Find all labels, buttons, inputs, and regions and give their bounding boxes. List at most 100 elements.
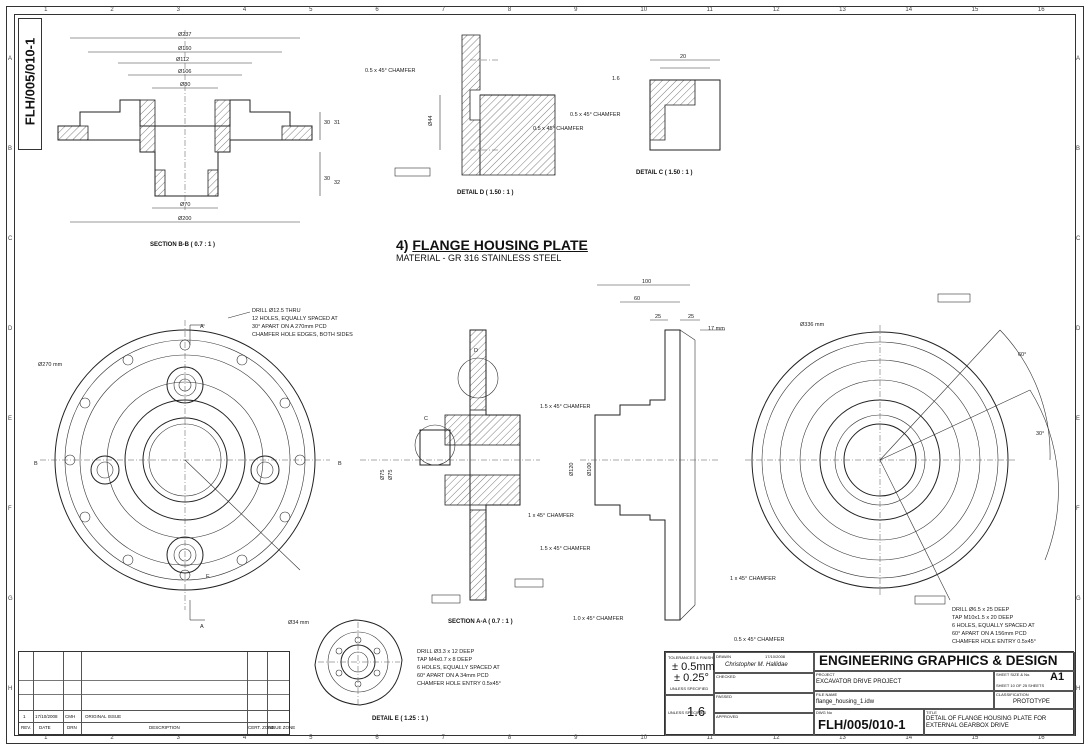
zone-number-10-top: 10 <box>640 7 648 13</box>
label-detail-c-marker: C <box>424 416 428 422</box>
zone-number-14-top: 14 <box>905 7 913 13</box>
side-note-0: 1.5 x 45° CHAMFER <box>540 404 591 410</box>
rev-header-drn: DRN <box>67 725 77 730</box>
label-front-b-left: B <box>34 461 38 467</box>
side-dim-2: 25 <box>655 314 661 320</box>
zone-number-9-top: 9 <box>574 7 578 13</box>
label-front-a-top: A <box>200 324 204 330</box>
zone-number-1-top: 1 <box>44 7 48 13</box>
zone-number-11-bottom: 11 <box>706 735 713 741</box>
dim-bb-4: Ø80 <box>180 82 190 88</box>
drawn-by: Christopher M. Hallidae <box>725 662 788 668</box>
unless-specified-2: UNLESS SPECIFIED <box>668 710 707 715</box>
side-note-4: 0.5 x 45° CHAMFER <box>734 637 785 643</box>
detail-c-view <box>649 59 721 151</box>
zone-number-4-top: 4 <box>242 7 247 13</box>
side-view <box>580 284 725 621</box>
sheet-size-label: SHEET SIZE & No. <box>996 672 1031 677</box>
right-note-0: DRILL Ø6.5 x 25 DEEP <box>952 607 1010 613</box>
section-aa-dim-0: Ø75 <box>380 470 386 480</box>
file-name-label: FILE NAME <box>816 692 838 697</box>
dim-bb-5: Ø70 <box>180 202 190 208</box>
zone-number-2-bottom: 2 <box>110 735 114 741</box>
company-cell <box>813 652 1075 672</box>
section-aa-dim-1: Ø75 <box>388 470 394 480</box>
classification-cell <box>993 690 1075 710</box>
right-angle-1: 30° <box>1036 431 1044 437</box>
right-note-3: 60° APART ON A 156mm PCD <box>952 631 1027 637</box>
zone-letter-F-left: F <box>8 506 12 512</box>
rev-header-cert: CERT. ZONE <box>248 725 275 730</box>
zone-number-6-top: 6 <box>375 7 379 13</box>
side-dim-5: Ø120 <box>569 463 575 476</box>
dim-bb-3: Ø106 <box>178 69 191 75</box>
zone-number-13-top: 13 <box>839 7 846 13</box>
drawing-title-text: FLANGE HOUSING PLATE <box>412 237 588 253</box>
dim-bb-8: 30 <box>324 176 330 182</box>
zone-number-1-bottom: 1 <box>44 735 48 741</box>
zone-letter-H-left: H <box>8 686 13 692</box>
zone-number-13-bottom: 13 <box>839 735 846 741</box>
zone-number-16-top: 16 <box>1037 7 1045 13</box>
tolerance-angular: ± 0.25° <box>674 672 709 684</box>
zone-number-5-top: 5 <box>309 7 313 13</box>
zone-letter-A-right: A <box>1076 56 1081 62</box>
dim-bb-7: 30 <box>324 120 330 126</box>
dim-bb-10: 32 <box>334 180 340 186</box>
zone-number-14-bottom: 14 <box>905 735 913 741</box>
front-drill-note-0: DRILL Ø12.5 THRU <box>252 308 301 314</box>
tolerances-label: TOLERANCES & FINISH <box>668 655 714 660</box>
checked-label: CHECKED <box>716 674 736 679</box>
side-note-1: 1.5 x 45° CHAMFER <box>540 546 591 552</box>
finish-cell <box>665 694 715 736</box>
title-cell <box>923 708 1075 736</box>
front-drill-note-2: 30° APART ON A 270mm PCD <box>252 324 327 330</box>
detail-d-note-0: 0.5 x 45° CHAMFER <box>365 68 416 74</box>
zone-number-8-bottom: 8 <box>507 735 512 741</box>
passed-label: PASSED <box>716 694 732 699</box>
zone-letter-B-left: B <box>8 146 13 152</box>
project-cell <box>813 670 995 692</box>
caption-section-bb: SECTION B-B ( 0.7 : 1 ) <box>150 242 216 248</box>
front-view-dia: Ø270 mm <box>38 362 63 368</box>
zone-letter-A-left: A <box>8 56 13 62</box>
dwg-no: FLH/005/010-1 <box>818 717 906 732</box>
zone-number-4-bottom: 4 <box>242 735 247 741</box>
rev-row-desc: ORIGINAL ISSUE <box>85 714 122 719</box>
side-dim-3: 25 <box>688 314 694 320</box>
detail-d-view <box>394 34 556 177</box>
company-name: ENGINEERING GRAPHICS & DESIGN <box>819 653 1058 668</box>
detail-d-dia: Ø44 <box>428 116 434 126</box>
drawing-title: 4) FLANGE HOUSING PLATE <box>396 237 588 253</box>
surface-finish-value: 1.6 <box>687 704 706 719</box>
caption-section-aa: SECTION A-A ( 0.7 : 1 ) <box>448 619 513 625</box>
front-view <box>40 311 330 621</box>
drawn-date: 17/10/2008 <box>765 654 786 659</box>
drawn-label: DRAWN <box>716 654 731 659</box>
file-cell <box>813 690 995 710</box>
dim-bb-9: 31 <box>334 120 340 126</box>
zone-letter-E-right: E <box>1076 416 1081 422</box>
zone-letter-G-left: G <box>8 596 13 602</box>
classification-label: CLASSIFICATION <box>996 692 1029 697</box>
right-view <box>745 293 1059 605</box>
zone-number-7-bottom: 7 <box>441 735 445 741</box>
detail-e-dia: Ø34 mm <box>288 620 310 626</box>
zone-number-10-bottom: 10 <box>640 735 648 741</box>
caption-detail-c: DETAIL C ( 1.50 : 1 ) <box>636 170 693 176</box>
right-note-1: TAP M10x1.5 x 20 DEEP <box>952 615 1014 621</box>
label-front-e: E <box>206 574 210 580</box>
dwg-no-label: DWG No <box>816 710 832 715</box>
dim-bb-2: Ø112 <box>176 57 189 63</box>
drawing-title-prefix: 4) <box>396 237 413 253</box>
zone-letter-H-right: H <box>1076 686 1081 692</box>
zone-letter-D-left: D <box>8 326 13 332</box>
rev-row-rev: 1 <box>23 714 26 719</box>
detail-e-note-4: CHAMFER HOLE ENTRY 0.5x45° <box>417 681 501 687</box>
section-aa-view <box>360 329 544 604</box>
classification: PROTOTYPE <box>1013 699 1050 705</box>
zone-number-12-bottom: 12 <box>772 735 780 741</box>
zone-number-3-bottom: 3 <box>176 735 180 741</box>
project-name: EXCAVATOR DRIVE PROJECT <box>816 679 902 685</box>
